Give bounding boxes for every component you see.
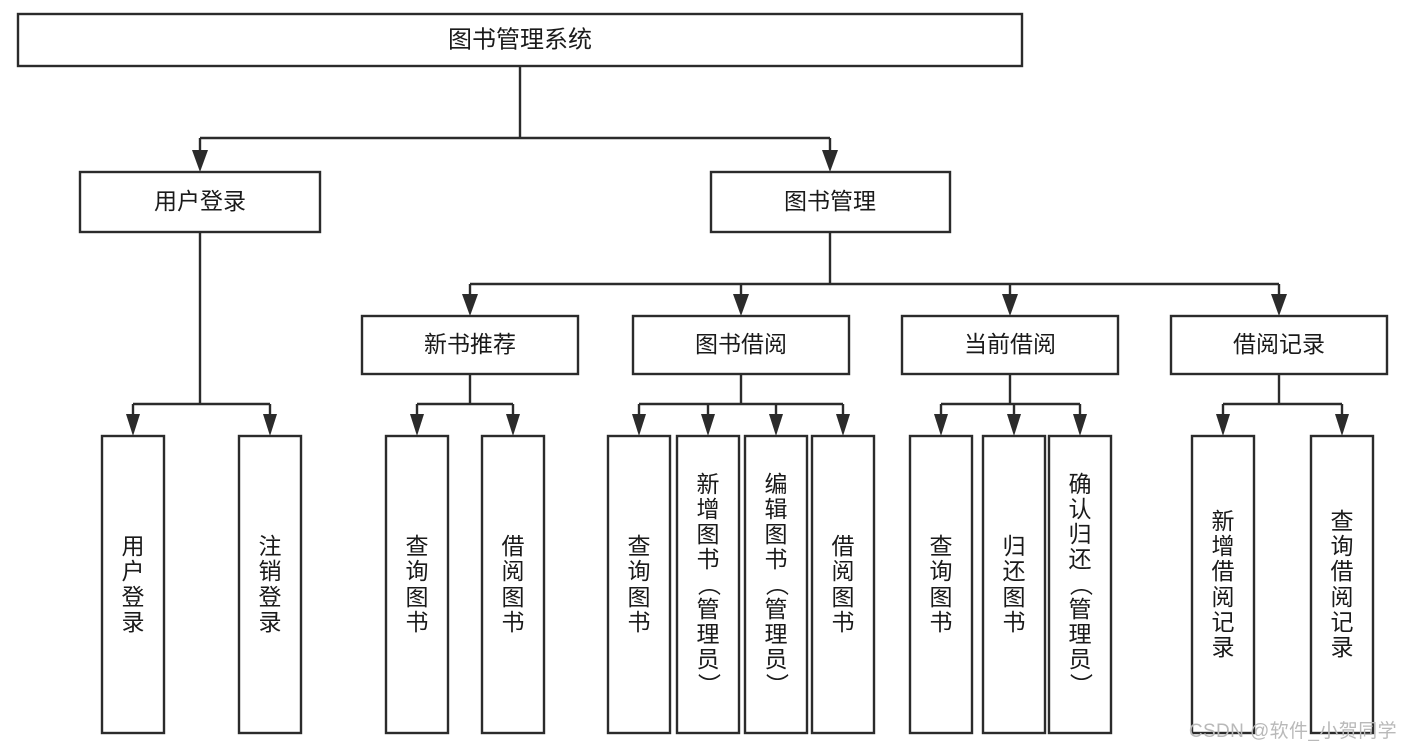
borrow-records-label: 借阅记录 <box>1233 331 1325 357</box>
book-borrow-label: 图书借阅 <box>695 331 787 357</box>
arrow-borrow-leaf-3 <box>769 414 783 436</box>
borrow-records-box[interactable] <box>1169 314 1389 376</box>
leaf-box-query-borrow-record[interactable] <box>1309 434 1375 735</box>
leaf-box-query-book-rec[interactable] <box>384 434 450 735</box>
arrow-root-to-user-login <box>192 150 208 172</box>
arrow-records-leaf-1 <box>1216 414 1230 436</box>
leaf-box-confirm-return-admin[interactable] <box>1047 434 1113 735</box>
new-book-recommend-box[interactable] <box>360 314 580 376</box>
current-borrow-label: 当前借阅 <box>964 331 1056 357</box>
leaf-box-add-borrow-record[interactable] <box>1190 434 1256 735</box>
new-book-recommend-label: 新书推荐 <box>424 331 516 357</box>
leaf-box-logout[interactable] <box>237 434 303 735</box>
root-label: 图书管理系统 <box>448 26 592 53</box>
arrow-newbook-leaf-1 <box>410 414 424 436</box>
arrow-bookmgmt-to-current <box>1002 294 1018 316</box>
node-root[interactable]: 图书管理系统 <box>16 12 1024 68</box>
node-user-login[interactable]: 用户登录 <box>78 170 322 234</box>
leaf-box-borrow-book[interactable] <box>810 434 876 735</box>
leaf-box-add-book-admin[interactable] <box>675 434 741 735</box>
root-box[interactable] <box>16 12 1024 68</box>
node-book-management[interactable]: 图书管理 <box>709 170 952 234</box>
node-current-borrow[interactable]: 当前借阅 <box>900 314 1120 376</box>
arrow-current-leaf-3 <box>1073 414 1087 436</box>
node-borrow-records[interactable]: 借阅记录 <box>1169 314 1389 376</box>
arrow-userlogin-leaf-2 <box>263 414 277 436</box>
arrow-newbook-leaf-2 <box>506 414 520 436</box>
book-borrow-box[interactable] <box>631 314 851 376</box>
arrow-records-leaf-2 <box>1335 414 1349 436</box>
leaf-box-user-login[interactable] <box>100 434 166 735</box>
book-management-box[interactable] <box>709 170 952 234</box>
arrow-bookmgmt-to-borrow <box>733 294 749 316</box>
arrow-borrow-leaf-2 <box>701 414 715 436</box>
book-management-label: 图书管理 <box>784 188 876 214</box>
arrow-userlogin-leaf-1 <box>126 414 140 436</box>
leaf-box-return-book[interactable] <box>981 434 1047 735</box>
user-login-label: 用户登录 <box>154 188 246 214</box>
leaf-box-query-book-current[interactable] <box>908 434 974 735</box>
user-login-box[interactable] <box>78 170 322 234</box>
arrow-root-to-book-mgmt <box>822 150 838 172</box>
arrow-borrow-leaf-1 <box>632 414 646 436</box>
node-new-book-recommend[interactable]: 新书推荐 <box>360 314 580 376</box>
arrow-bookmgmt-to-newbook <box>462 294 478 316</box>
leaf-box-borrow-book-rec[interactable] <box>480 434 546 735</box>
leaf-box-layer <box>100 434 1375 735</box>
arrow-bookmgmt-to-records <box>1271 294 1287 316</box>
leaf-box-query-book-borrow[interactable] <box>606 434 672 735</box>
current-borrow-box[interactable] <box>900 314 1120 376</box>
arrow-borrow-leaf-4 <box>836 414 850 436</box>
connector-layer <box>126 66 1349 436</box>
node-book-borrow[interactable]: 图书借阅 <box>631 314 851 376</box>
arrow-current-leaf-1 <box>934 414 948 436</box>
leaf-box-edit-book-admin[interactable] <box>743 434 809 735</box>
arrow-current-leaf-2 <box>1007 414 1021 436</box>
